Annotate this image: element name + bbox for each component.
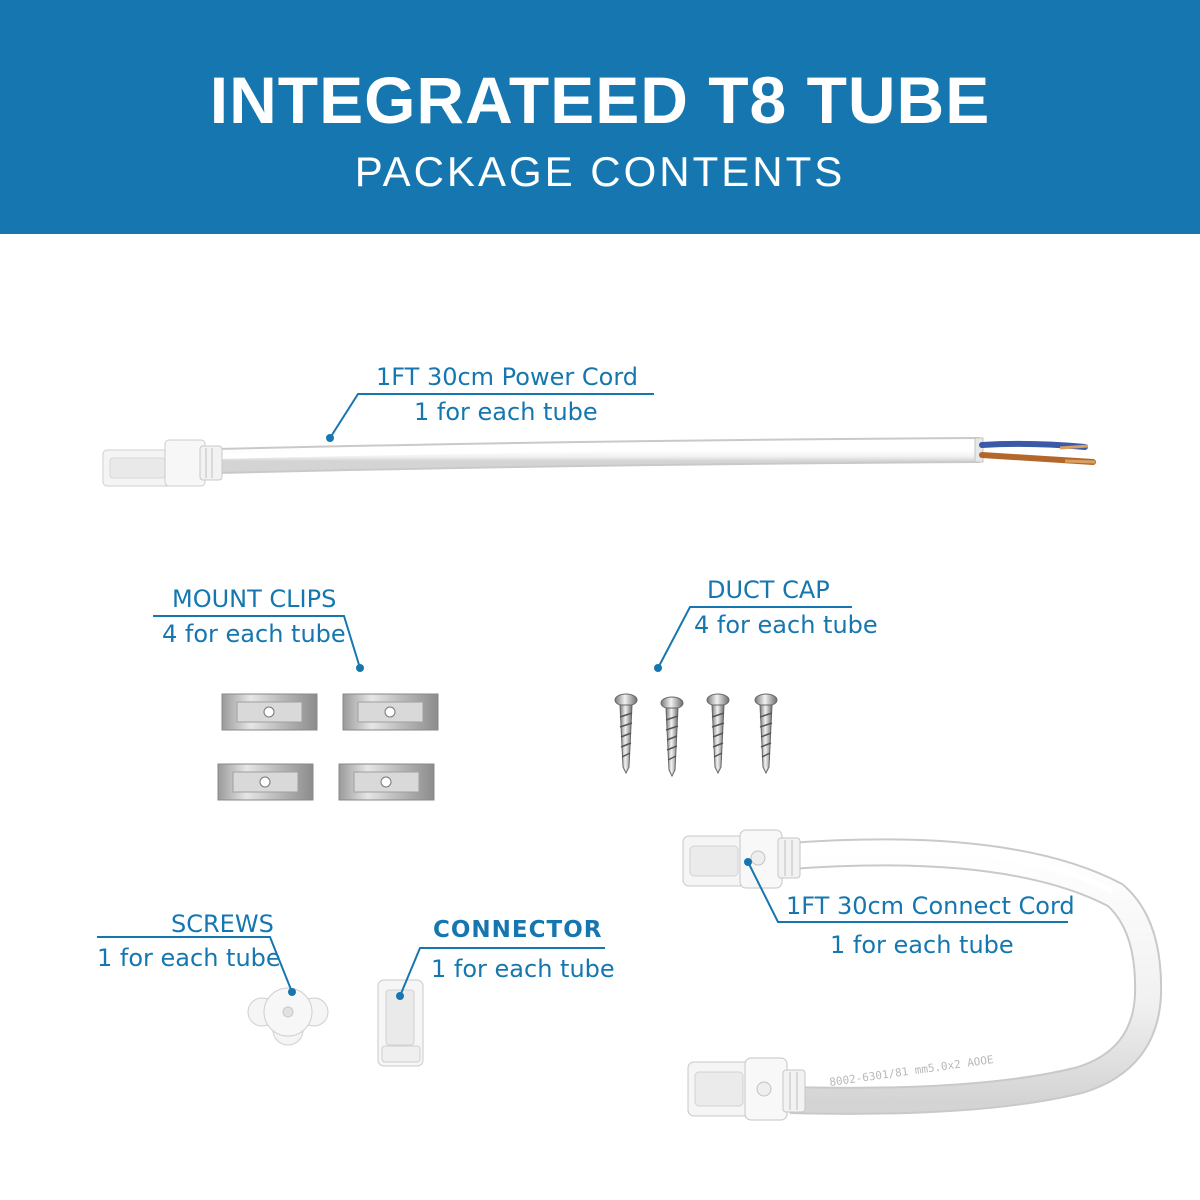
header-banner: INTEGRATEED T8 TUBE PACKAGE CONTENTS: [0, 0, 1200, 234]
connector-name: CONNECTOR: [433, 917, 603, 943]
power-cord-qty: 1 for each tube: [414, 398, 598, 426]
callout-dot: [288, 988, 296, 996]
mount-clips-qty: 4 for each tube: [162, 620, 346, 648]
mount-clips-image: [217, 693, 439, 801]
page-title: INTEGRATEED T8 TUBE: [209, 63, 991, 137]
connector-qty: 1 for each tube: [431, 955, 615, 983]
screws-qty: 1 for each tube: [97, 944, 281, 972]
duct-cap-name: DUCT CAP: [707, 576, 830, 604]
mount-clips-name: MOUNT CLIPS: [172, 585, 337, 613]
cap-piece-image: [247, 987, 329, 1046]
callout-dot: [326, 434, 334, 442]
callout-dot: [356, 664, 364, 672]
connect-cord-image: 8002-6301/81 mm5.0x2 AOOE: [682, 829, 1163, 1121]
callout-dot: [654, 664, 662, 672]
power-cord-name: 1FT 30cm Power Cord: [376, 363, 638, 391]
power-cord-image: [102, 437, 1096, 487]
duct-cap-screws-image: [614, 693, 778, 778]
callout-dot: [396, 992, 404, 1000]
connector-image: [377, 979, 424, 1067]
connect-cord-qty: 1 for each tube: [830, 931, 1014, 959]
screws-name: SCREWS: [171, 910, 274, 938]
duct-cap-qty: 4 for each tube: [694, 611, 878, 639]
page-subtitle: PACKAGE CONTENTS: [354, 148, 846, 195]
callout-dot: [744, 858, 752, 866]
connect-cord-name: 1FT 30cm Connect Cord: [786, 892, 1075, 920]
